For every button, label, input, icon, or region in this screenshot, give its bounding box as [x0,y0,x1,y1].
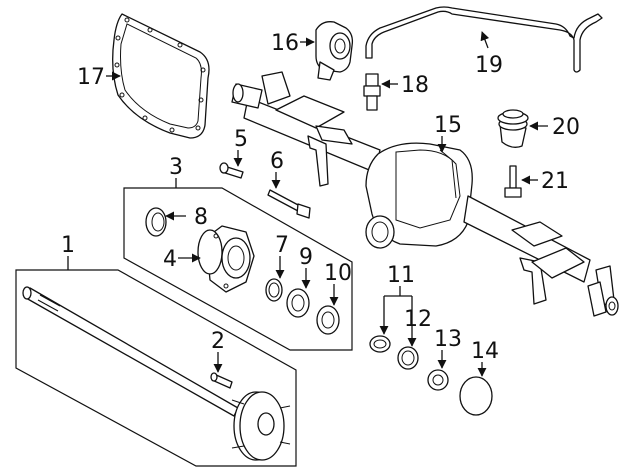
differential-cover-part [112,13,210,139]
callout-3: 3 [169,155,183,180]
callout-17: 17 [77,65,105,90]
callout-12: 12 [404,307,432,332]
callout-15: 15 [434,113,462,138]
axle-bracket-part [315,21,354,81]
seal-8-part [145,207,167,237]
callout-20: 20 [552,115,580,140]
leader-lines [67,31,548,377]
bearing-10-part [316,305,340,335]
vent-fitting-part [363,73,381,111]
axle-housing-part [231,71,619,317]
callout-18: 18 [401,73,429,98]
callout-6: 6 [270,149,284,174]
group-1-box [15,269,297,467]
callout-9: 9 [299,245,313,270]
callout-8: 8 [194,205,208,230]
ring-9-part [286,288,310,318]
callout-16: 16 [271,31,299,56]
wheel-stud-part [210,372,233,389]
oring-14-part [459,376,493,416]
ring-12-part [397,346,419,370]
callout-21: 21 [541,169,569,194]
callout-11: 11 [387,263,415,288]
seal-11-part [369,335,391,353]
ring-7-part [265,278,283,302]
callout-10: 10 [324,261,352,286]
callout-19: 19 [475,53,503,78]
callout-14: 14 [471,339,499,364]
callout-4: 4 [163,247,177,272]
bearing-hub-4-part [197,225,255,293]
bolt-6-part [267,189,311,219]
callout-1: 1 [61,233,75,258]
callout-2: 2 [211,329,225,354]
bearing-13-part [427,369,449,391]
group-3-box [123,187,353,351]
callout-5: 5 [234,127,248,152]
callout-7: 7 [275,233,289,258]
callout-13: 13 [434,327,462,352]
vent-hose-part [365,6,603,73]
axle-shaft-part [22,286,291,461]
bolt-21-part [504,165,522,198]
bolt-5-part [219,162,244,179]
bump-stop-part [497,109,529,148]
